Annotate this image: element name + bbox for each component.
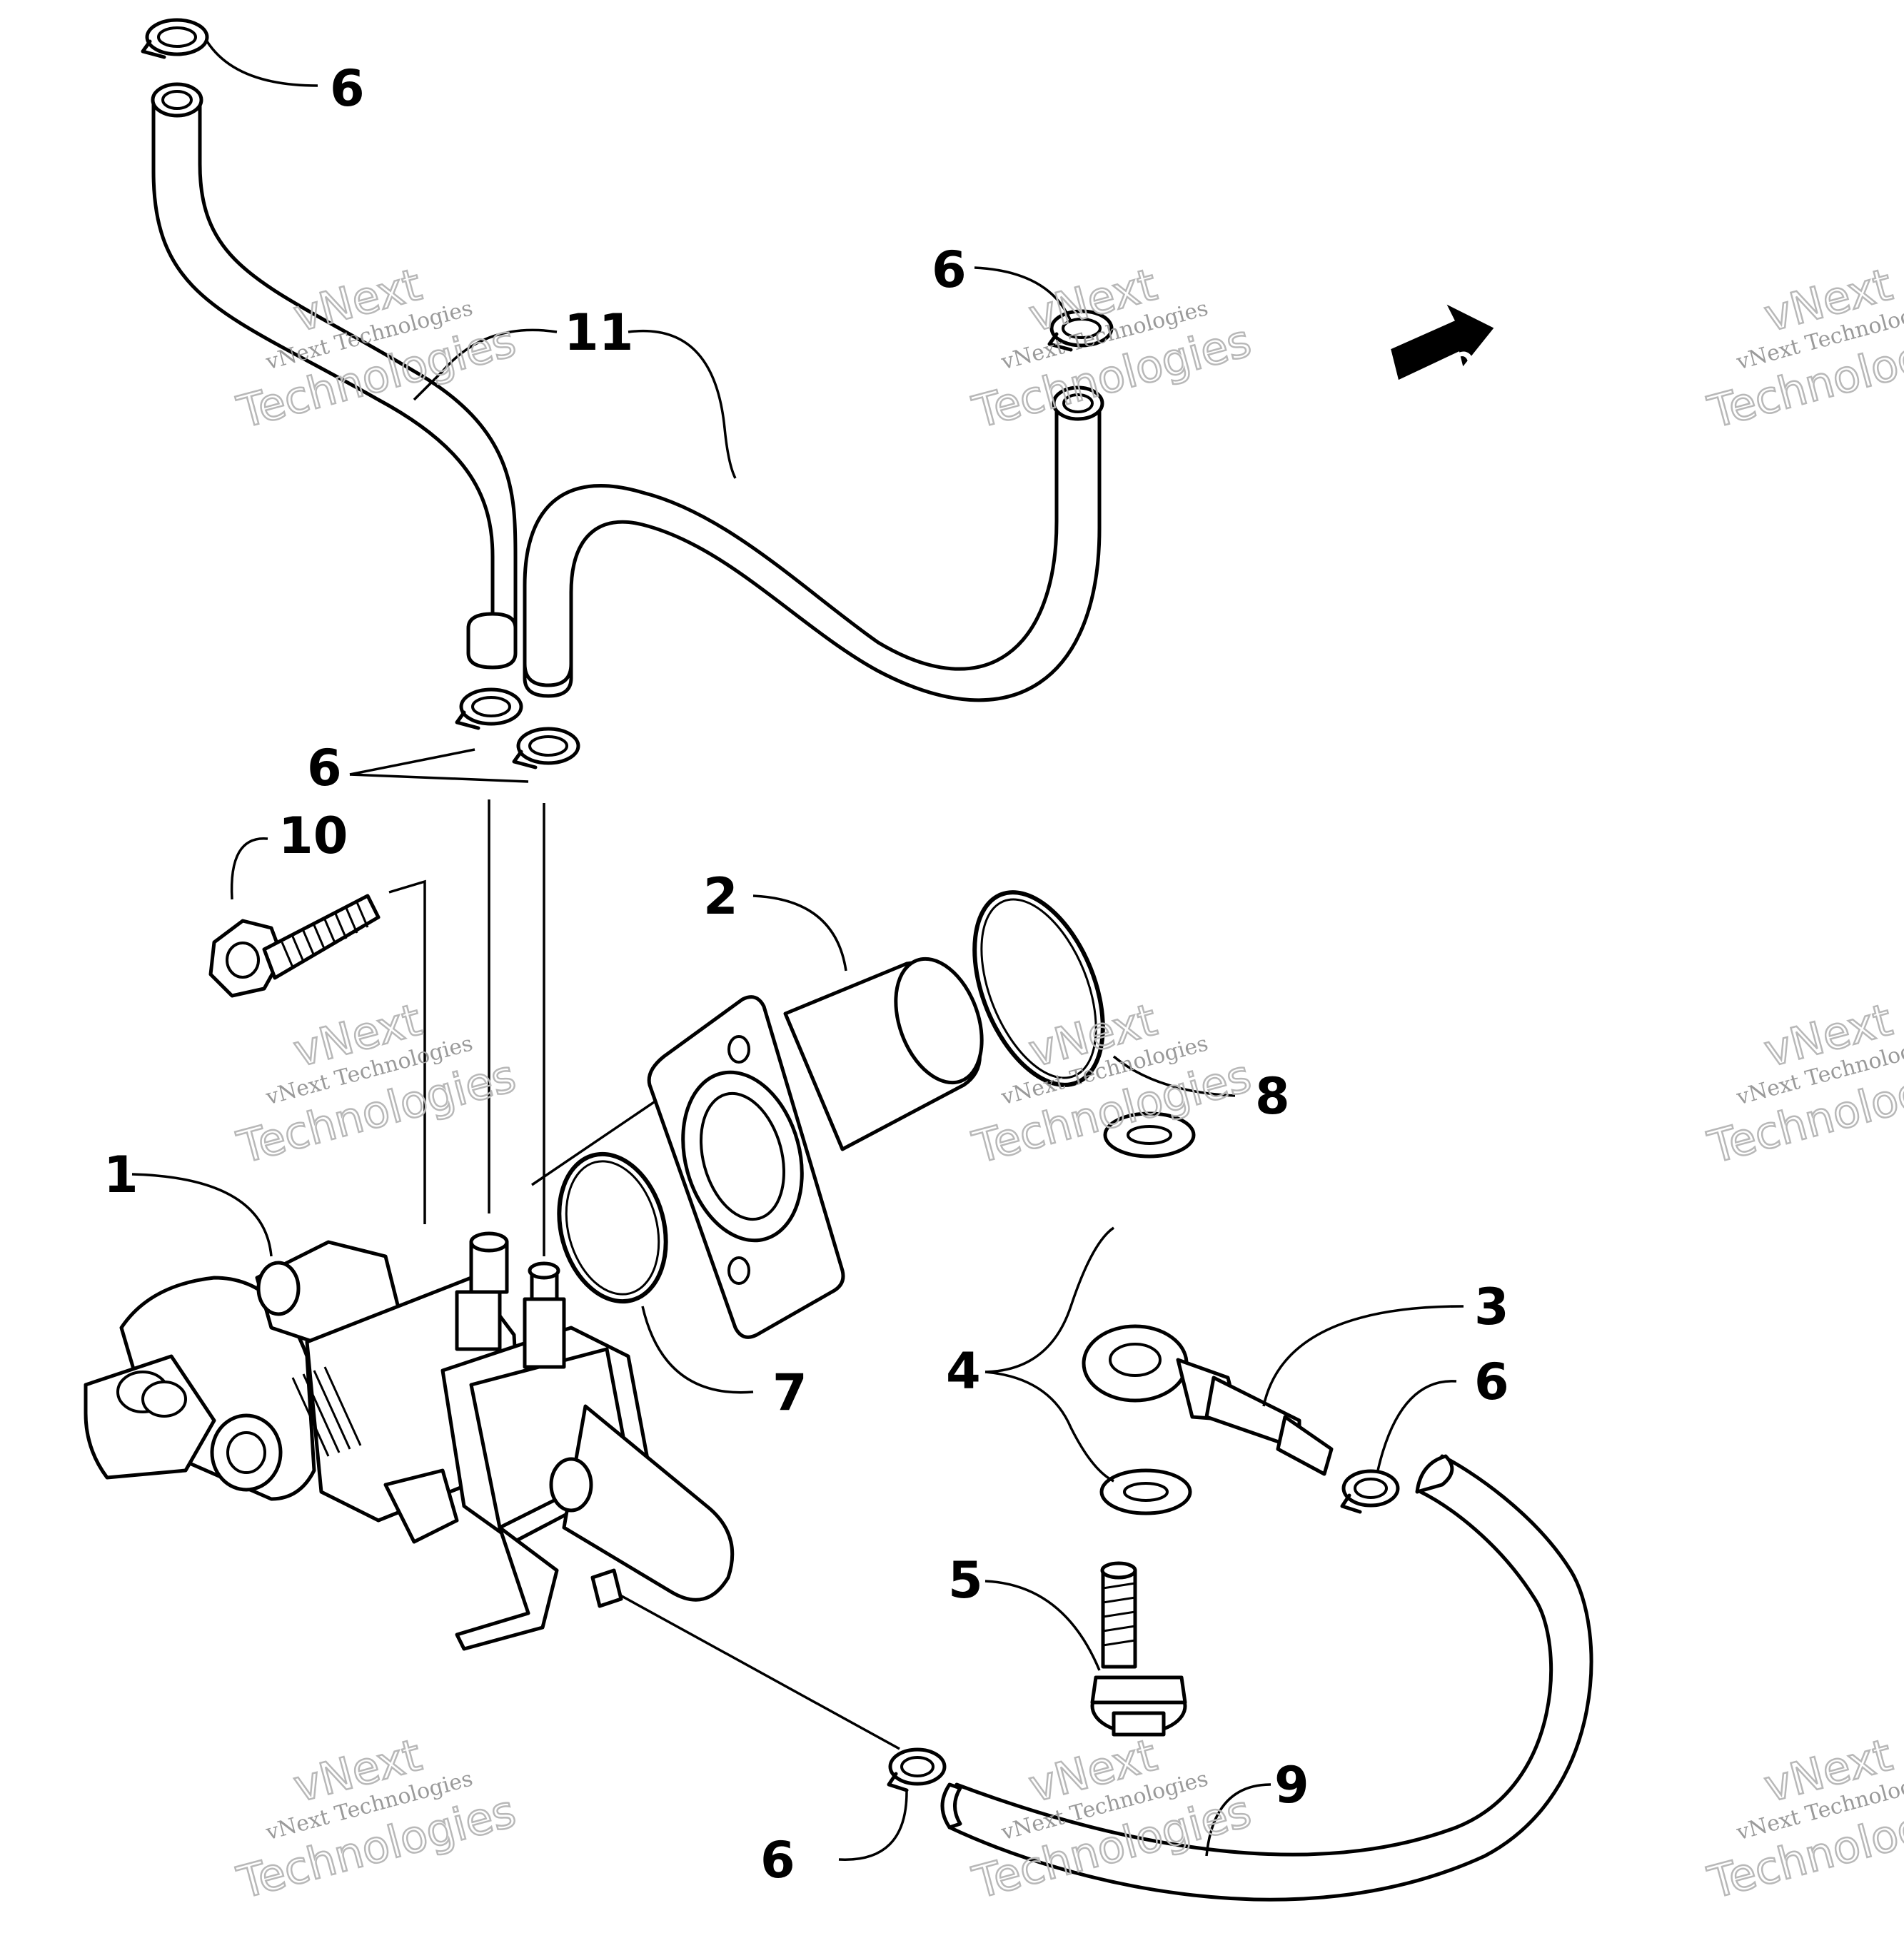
watermark-9: vNext vNext Technolog Technologies xyxy=(1702,1727,1904,1909)
callout-9: 9 xyxy=(1274,1756,1309,1815)
hose-11-left xyxy=(151,82,518,670)
callout-6-upper-right: 6 xyxy=(932,241,967,299)
hose-11-right xyxy=(523,385,1104,702)
watermark-4: vNext vNext Technologies Technologies xyxy=(231,992,522,1174)
washer-4-bottom xyxy=(1099,1468,1192,1515)
callout-6-bottom: 6 xyxy=(760,1831,795,1889)
clamp-6-mid-a xyxy=(455,687,523,730)
o-ring-7 xyxy=(557,1151,668,1304)
callout-6-middle: 6 xyxy=(307,739,342,797)
banjo-fitting-3 xyxy=(1082,1324,1334,1476)
housing-2 xyxy=(647,957,984,1339)
clamp-6-mid-b xyxy=(512,727,580,769)
fwd-direction-arrow: FWD xyxy=(1391,304,1494,405)
callout-3: 3 xyxy=(1474,1278,1509,1336)
clamp-6-bottom xyxy=(887,1747,947,1792)
callout-8: 8 xyxy=(1255,1067,1290,1126)
callout-4: 4 xyxy=(946,1342,981,1401)
callout-10: 10 xyxy=(278,807,348,865)
callout-11: 11 xyxy=(564,303,633,362)
leader-lines xyxy=(131,41,1464,1861)
clamp-6-upper-right xyxy=(1047,309,1114,352)
watermark-7: vNext vNext Technologies Technologies xyxy=(231,1727,522,1909)
callout-1: 1 xyxy=(104,1146,138,1204)
hose-9 xyxy=(940,1454,1593,1902)
bolt-10 xyxy=(208,894,381,998)
callout-6-right: 6 xyxy=(1474,1353,1509,1411)
banjo-bolt-5 xyxy=(1090,1561,1187,1737)
callout-2: 2 xyxy=(703,867,738,926)
callout-6-top: 6 xyxy=(330,59,365,118)
watermark-6: vNext vNext Technolog Technologies xyxy=(1702,992,1904,1174)
clamp-6-right xyxy=(1340,1469,1400,1514)
o-ring-8 xyxy=(972,890,1105,1087)
clamp-6-top xyxy=(141,18,209,59)
watermark-3: vNext vNext Technolog Technologies xyxy=(1702,257,1904,439)
callout-5: 5 xyxy=(948,1551,983,1610)
callout-7: 7 xyxy=(772,1363,807,1422)
watermark-1: vNext vNext Technologies Technologies xyxy=(231,257,522,439)
washer-4-top xyxy=(1103,1111,1196,1159)
oil-pump-1 xyxy=(84,1231,735,1651)
